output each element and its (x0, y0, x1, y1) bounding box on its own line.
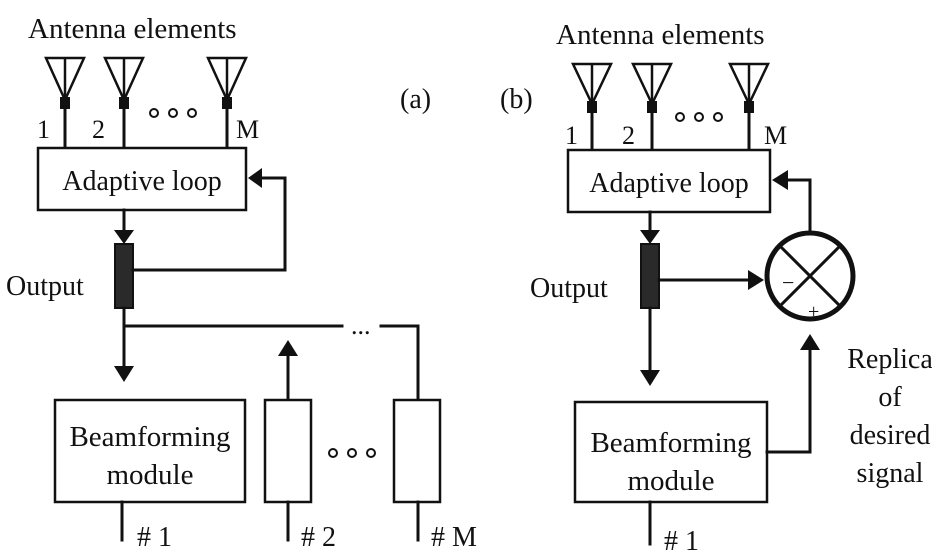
panel-a-beamforming-line2: module (107, 459, 194, 491)
panel-b-adaptive-loop-label: Adaptive loop (589, 168, 748, 199)
panel-b-tag: (b) (500, 84, 533, 115)
panel-a-output-label: Output (6, 271, 84, 302)
antenna-icon (103, 56, 145, 150)
panel-a-element-dots (149, 108, 197, 118)
panel-b-replica-line1: Replica (847, 344, 932, 375)
panel-b: (b) Antenna elements 1 2 M (500, 19, 932, 552)
panel-b-beamforming-module (573, 400, 769, 504)
antenna-icon (44, 56, 86, 150)
panel-a-bus-ellipsis: ... (351, 311, 371, 340)
panel-a-port-1: # 1 (137, 522, 172, 552)
panel-b-element-m: M (764, 121, 787, 150)
panel-a-port-m: # M (431, 522, 477, 552)
panel-b-port-1: # 1 (664, 526, 699, 552)
panel-a-element-1: 1 (37, 115, 50, 144)
panel-a-adaptive-loop-box (36, 146, 248, 212)
panel-b-beamforming-line1: Beamforming (590, 427, 751, 459)
panel-b-element-dots (675, 112, 723, 122)
summing-junction-icon (764, 230, 856, 322)
panel-a-adaptive-loop-label: Adaptive loop (62, 166, 221, 197)
antenna-icon (728, 62, 770, 152)
panel-b-adaptive-loop-box (566, 148, 772, 214)
panel-a-module-2 (263, 398, 313, 504)
panel-a-output-block (114, 243, 134, 309)
panel-b-minus-sign: − (782, 270, 794, 295)
panel-b-output-block (640, 243, 660, 309)
panel-a-element-2: 2 (92, 115, 105, 144)
panel-b-beamforming-line2: module (628, 465, 715, 497)
panel-a-beamforming-line1: Beamforming (69, 421, 230, 453)
panel-a-module-dots (328, 448, 376, 458)
panel-b-plus-sign: + (808, 301, 819, 323)
panel-b-antenna-label: Antenna elements (556, 19, 765, 51)
panel-a-beamforming-module (53, 398, 247, 504)
antenna-icon (571, 62, 613, 152)
panel-b-replica-line4: signal (857, 458, 924, 489)
panel-a-port-2: # 2 (301, 522, 336, 552)
panel-b-replica-line3: desired (850, 420, 931, 451)
antenna-icon (631, 62, 673, 152)
panel-a: Antenna elements (a) 1 2 (6, 13, 477, 552)
panel-a-tag: (a) (400, 84, 431, 115)
panel-b-output-label: Output (530, 273, 608, 304)
panel-b-element-2: 2 (622, 121, 635, 150)
panel-a-module-m (392, 398, 442, 504)
panel-a-element-m: M (236, 115, 259, 144)
antenna-icon (206, 56, 248, 150)
panel-a-antenna-label: Antenna elements (28, 13, 237, 45)
panel-b-element-1: 1 (565, 121, 578, 150)
panel-b-replica-line2: of (878, 382, 902, 413)
